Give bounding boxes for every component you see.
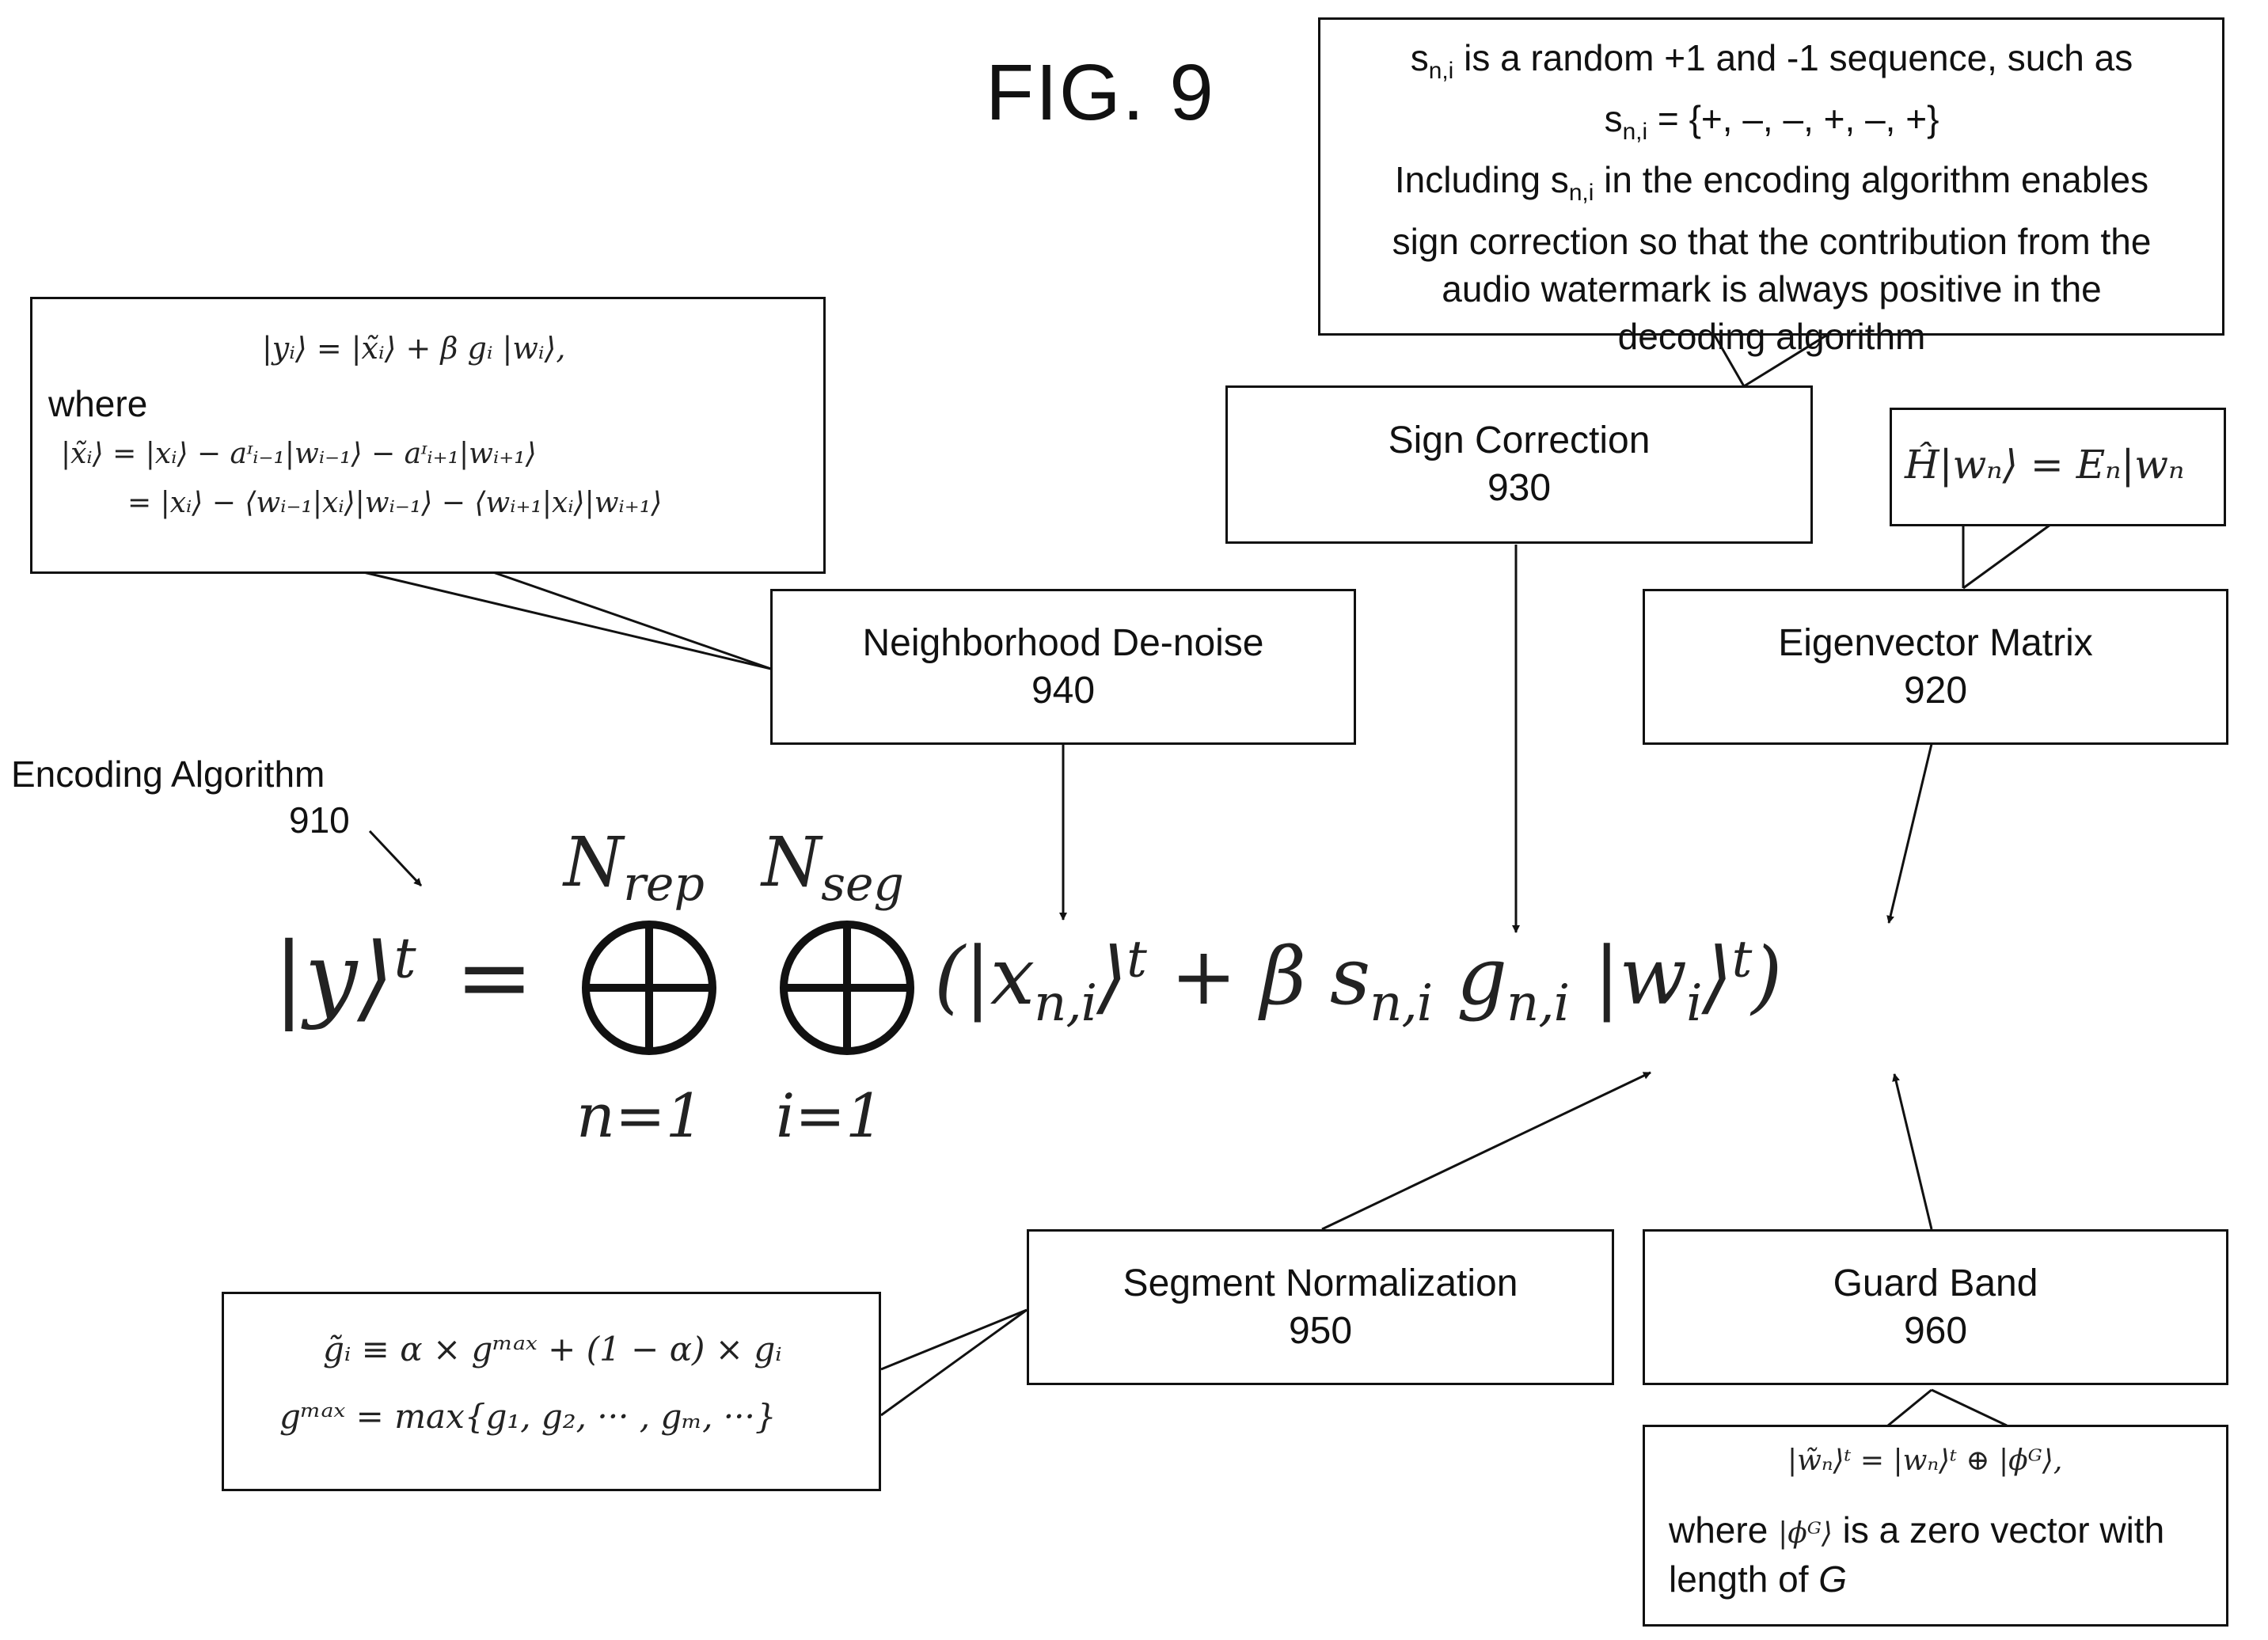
neighborhood-eq-1: |yᵢ⟩ = |x̃ᵢ⟩ + β gᵢ |wᵢ⟩, [262, 331, 565, 366]
sign-callout-line-4: sign correction so that the contribution… [1320, 218, 2223, 265]
segment-callout-pointer-top [881, 1310, 1027, 1369]
neighborhood-denoise-box: Neighborhood De-noise 940 [770, 589, 1356, 745]
equation-summand: (|xn,i⟩t + β sn,i gn,i |wi⟩t) [934, 930, 1781, 1033]
eigenvector-eq: Ĥ|wₙ⟩ = Eₙ|wₙ [1905, 442, 2184, 488]
segment-callout-pointer-bottom [881, 1310, 1027, 1415]
figure-title: FIG. 9 [986, 47, 1215, 139]
segment-eq-1: g̃ᵢ ≡ α × gᵐᵃˣ + (1 − α) × gᵢ [323, 1330, 782, 1369]
encoding-algorithm-number: 910 [289, 796, 350, 844]
phi-g-symbol: |ϕᴳ⟩ [1778, 1517, 1833, 1550]
arrow-encoding [370, 831, 421, 886]
neighborhood-callout-pointer-right [491, 571, 771, 669]
encoding-algorithm-label: Encoding Algorithm [11, 750, 325, 798]
neighborhood-where: where [48, 382, 147, 425]
sign-callout-line-5: audio watermark is always positive in th… [1320, 265, 2223, 313]
arrow-segment [1322, 1072, 1651, 1229]
guard-where-line: where |ϕᴳ⟩ is a zero vector with [1669, 1506, 2164, 1558]
neighborhood-eq-2: |x̃ᵢ⟩ = |xᵢ⟩ − aᶦᵢ₋₁|wᵢ₋₁⟩ − aᶦᵢ₊₁|wᵢ₊₁⟩ [61, 438, 537, 470]
arrow-guard [1894, 1074, 1932, 1229]
sign-correction-title: Sign Correction [1389, 417, 1651, 465]
guard-band-title: Guard Band [1833, 1260, 2038, 1308]
operator-2-upper-limit: Nseg [762, 823, 904, 912]
direct-sum-operator-2 [784, 924, 910, 1051]
eigenvector-matrix-title: Eigenvector Matrix [1778, 620, 2092, 667]
neighborhood-denoise-number: 940 [1031, 667, 1095, 715]
guard-callout-pointer-right [1932, 1390, 2007, 1426]
segment-eq-2: gᵐᵃˣ = max{g₁, g₂, ··· , gₘ, ···} [279, 1397, 777, 1436]
segment-normalization-callout: g̃ᵢ ≡ α × gᵐᵃˣ + (1 − α) × gᵢ gᵐᵃˣ = max… [222, 1292, 881, 1491]
neighborhood-eq-3: = |xᵢ⟩ − ⟨wᵢ₋₁|xᵢ⟩|wᵢ₋₁⟩ − ⟨wᵢ₊₁|xᵢ⟩|wᵢ₊… [127, 487, 662, 519]
eigen-callout-pointer-right [1963, 525, 2050, 588]
equation-lhs: |y⟩t [273, 922, 416, 1031]
eigenvector-matrix-box: Eigenvector Matrix 920 [1643, 589, 2228, 745]
guard-band-callout: |w̃ₙ⟩ᵗ = |wₙ⟩ᵗ ⊕ |ϕᴳ⟩, where |ϕᴳ⟩ is a z… [1643, 1425, 2228, 1627]
equation-equals: = [455, 922, 534, 1031]
sign-correction-box: Sign Correction 930 [1225, 385, 1813, 544]
neighborhood-denoise-title: Neighborhood De-noise [863, 620, 1264, 667]
operator-1-lower-limit: n=1 [576, 1080, 704, 1151]
sign-callout-line-1: sn,i is a random +1 and -1 sequence, suc… [1320, 34, 2223, 95]
operator-2-lower-limit: i=1 [776, 1080, 883, 1151]
sign-correction-callout: sn,i is a random +1 and -1 sequence, suc… [1318, 17, 2224, 336]
sign-callout-line-3: Including sn,i in the encoding algorithm… [1320, 156, 2223, 217]
direct-sum-operator-1 [586, 924, 712, 1051]
guard-band-box: Guard Band 960 [1643, 1229, 2228, 1385]
segment-normalization-box: Segment Normalization 950 [1027, 1229, 1614, 1385]
eigenvector-matrix-number: 920 [1904, 667, 1967, 715]
arrow-eigen [1889, 744, 1932, 923]
segment-normalization-number: 950 [1289, 1308, 1352, 1355]
operator-1-upper-limit: Nrep [564, 823, 705, 912]
eigenvector-callout: Ĥ|wₙ⟩ = Eₙ|wₙ [1890, 408, 2226, 526]
segment-normalization-title: Segment Normalization [1123, 1260, 1518, 1308]
sign-callout-line-6: decoding algorithm [1320, 313, 2223, 360]
sign-callout-line-2: sn,i = {+, –, –, +, –, +} [1320, 95, 2223, 156]
sign-correction-number: 930 [1487, 465, 1551, 512]
guard-callout-pointer-left [1888, 1390, 1932, 1426]
neighborhood-denoise-callout: |yᵢ⟩ = |x̃ᵢ⟩ + β gᵢ |wᵢ⟩, where |x̃ᵢ⟩ = … [30, 297, 826, 574]
guard-length-line: length of G [1669, 1555, 1847, 1603]
guard-band-number: 960 [1904, 1308, 1967, 1355]
neighborhood-callout-pointer-left [360, 571, 771, 669]
guard-eq: |w̃ₙ⟩ᵗ = |wₙ⟩ᵗ ⊕ |ϕᴳ⟩, [1787, 1444, 2062, 1477]
